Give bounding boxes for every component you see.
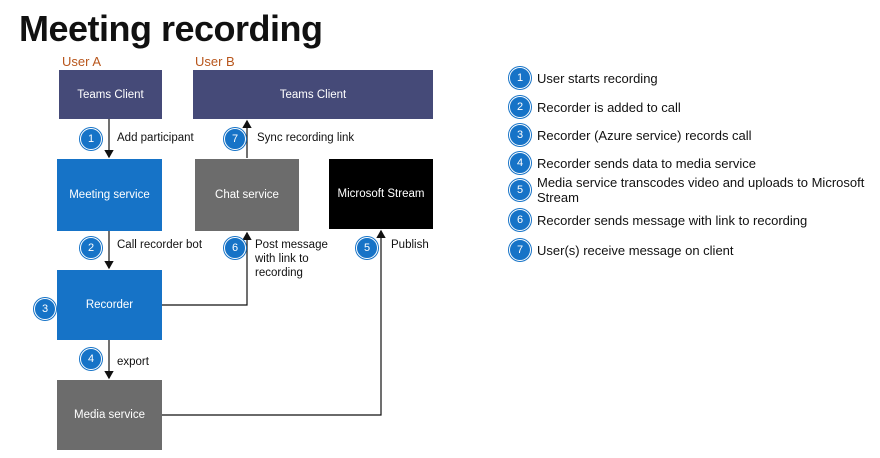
meeting-service-box: Meeting service [57, 159, 162, 231]
meeting-service-label: Meeting service [69, 189, 150, 201]
teams-client-b-box: Teams Client [193, 70, 433, 119]
legend-text-6: Recorder sends message with link to reco… [537, 212, 808, 228]
user-b-label: User B [195, 54, 235, 69]
microsoft-stream-label: Microsoft Stream [337, 188, 425, 200]
teams-client-a-box: Teams Client [59, 70, 162, 119]
legend-badge-3: 3 [509, 124, 531, 146]
legend-item-6: 6 Recorder sends message with link to re… [509, 209, 877, 231]
step-2-label: Call recorder bot [117, 239, 203, 251]
legend-text-3: Recorder (Azure service) records call [537, 127, 752, 143]
recorder-box: Recorder [57, 270, 162, 340]
step-4-badge: 4 [80, 348, 102, 370]
recorder-label: Recorder [85, 299, 134, 311]
step-5-badge: 5 [356, 237, 378, 259]
legend-text-4: Recorder sends data to media service [537, 155, 756, 171]
legend-badge-5: 5 [509, 179, 531, 201]
legend-text-1: User starts recording [537, 70, 658, 86]
step-5-label: Publish [391, 239, 429, 251]
legend-badge-6: 6 [509, 209, 531, 231]
step-4-label: export [117, 356, 149, 368]
user-a-label: User A [62, 54, 102, 69]
teams-client-a-label: Teams Client [77, 88, 144, 101]
step-7-badge: 7 [224, 128, 246, 150]
legend-item-4: 4 Recorder sends data to media service [509, 152, 877, 174]
legend-item-3: 3 Recorder (Azure service) records call [509, 124, 877, 146]
legend-text-5: Media service transcodes video and uploa… [537, 175, 865, 205]
arrow-recorder-to-chat [162, 231, 252, 306]
legend-badge-7: 7 [509, 239, 531, 261]
step-1-label: Add participant [117, 132, 194, 144]
teams-client-b-label: Teams Client [279, 88, 347, 101]
legend-item-5: 5 Media service transcodes video and upl… [509, 175, 877, 205]
arrow-media-to-stream [162, 229, 386, 416]
chat-service-label: Chat service [215, 189, 279, 201]
media-service-label: Media service [74, 409, 145, 421]
step-1-badge: 1 [80, 128, 102, 150]
legend-badge-4: 4 [509, 152, 531, 174]
legend-badge-2: 2 [509, 96, 531, 118]
step-2-badge: 2 [80, 237, 102, 259]
legend-badge-1: 1 [509, 67, 531, 89]
legend-text-7: User(s) receive message on client [537, 242, 734, 258]
step-6-label: Post message with link to recording [255, 239, 328, 279]
media-service-box: Media service [57, 380, 162, 450]
legend-text-2: Recorder is added to call [537, 99, 681, 115]
legend-item-7: 7 User(s) receive message on client [509, 239, 877, 261]
step-3-badge: 3 [34, 298, 56, 320]
microsoft-stream-box: Microsoft Stream [329, 159, 433, 229]
step-6-badge: 6 [224, 237, 246, 259]
step-7-label: Sync recording link [257, 132, 355, 144]
page-title: Meeting recording [19, 8, 323, 49]
chat-service-box: Chat service [195, 159, 299, 231]
legend-item-2: 2 Recorder is added to call [509, 96, 877, 118]
legend-item-1: 1 User starts recording [509, 67, 877, 89]
